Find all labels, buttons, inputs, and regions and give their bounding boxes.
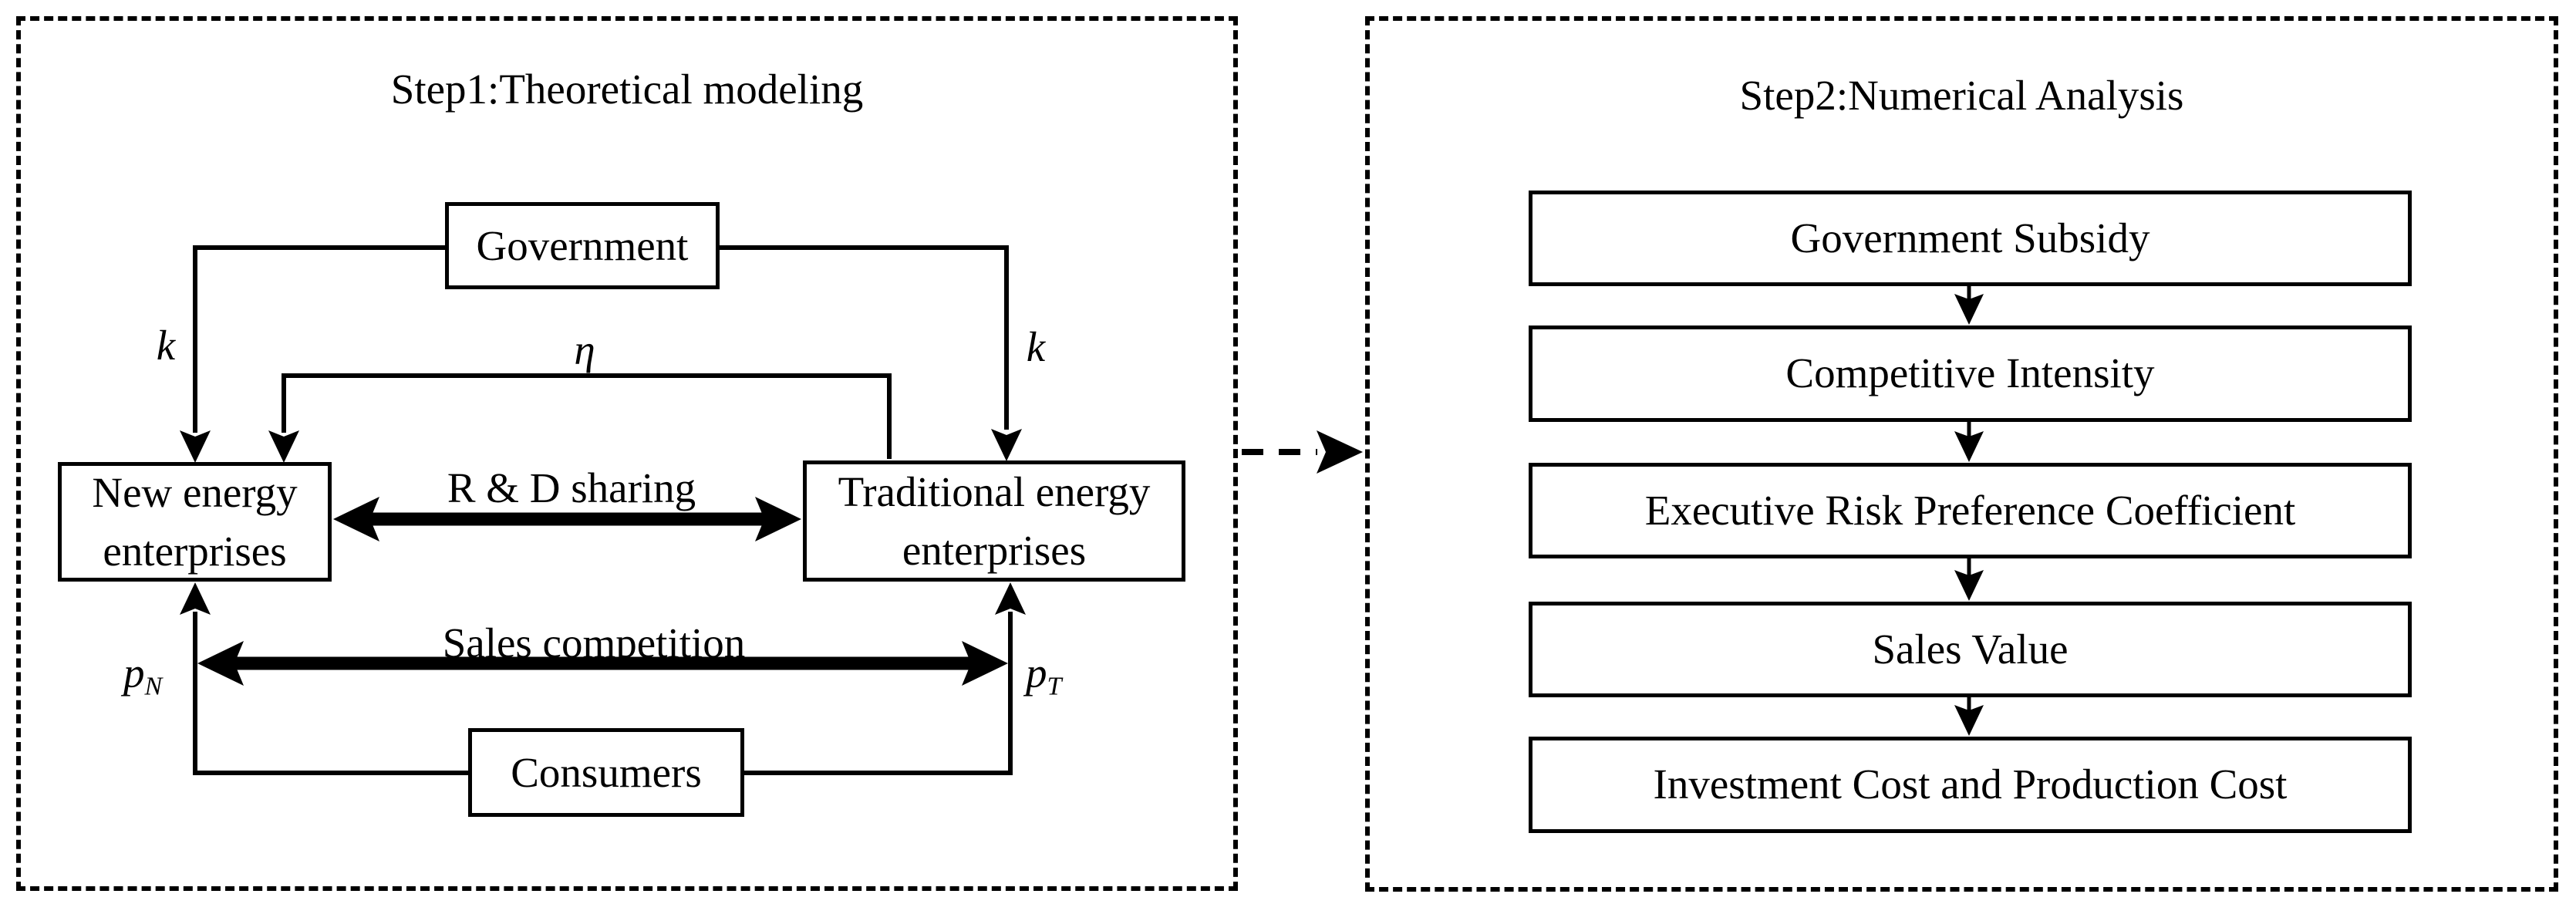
p-n-label: pN xyxy=(123,649,163,701)
investment-production-cost-box: Investment Cost and Production Cost xyxy=(1529,737,2412,833)
p-n-base: p xyxy=(123,649,145,697)
p-t-label: pT xyxy=(1026,649,1062,701)
p-t-subscript: T xyxy=(1047,672,1062,701)
right-arrowhead-icon xyxy=(1317,430,1363,474)
p-n-subscript: N xyxy=(144,672,163,701)
step1-panel xyxy=(16,16,1238,891)
rd-sharing-label: R & D sharing xyxy=(447,464,696,511)
government-box: Government xyxy=(445,202,720,289)
step-connector-arrow xyxy=(1242,430,1363,474)
executive-risk-preference-coefficient-box: Executive Risk Preference Coefficient xyxy=(1529,463,2412,558)
competitive-intensity-box: Competitive Intensity xyxy=(1529,326,2412,422)
step1-title: Step1:Theoretical modeling xyxy=(390,66,864,113)
k-right-label: k xyxy=(1026,323,1046,370)
p-t-base: p xyxy=(1026,649,1047,697)
step2-title: Step2:Numerical Analysis xyxy=(1739,72,2184,119)
step2-panel xyxy=(1365,16,2558,892)
traditional-energy-enterprises-box: Traditional energy enterprises xyxy=(803,460,1185,582)
k-left-label: k xyxy=(156,322,176,369)
sales-competition-label: Sales competition xyxy=(442,619,746,666)
eta-label: η xyxy=(574,326,595,373)
government-subsidy-box: Government Subsidy xyxy=(1529,191,2412,286)
sales-value-box: Sales Value xyxy=(1529,602,2412,697)
consumers-box: Consumers xyxy=(468,728,744,817)
new-energy-enterprises-box: New energy enterprises xyxy=(58,462,332,582)
